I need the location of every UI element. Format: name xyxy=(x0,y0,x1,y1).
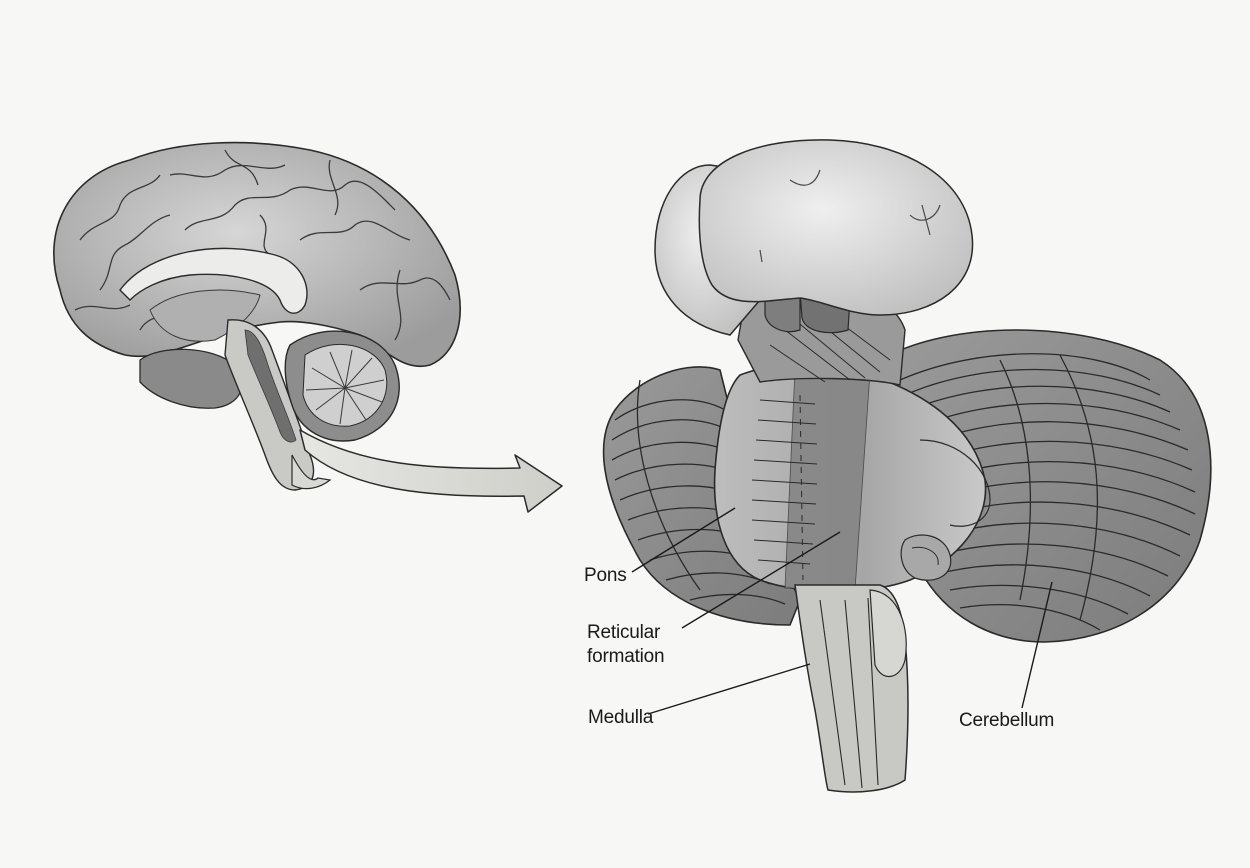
brainstem-posterior-view xyxy=(604,140,1211,792)
label-reticular-line1: Reticular xyxy=(587,621,664,645)
label-cerebellum: Cerebellum xyxy=(959,709,1054,733)
label-medulla: Medulla xyxy=(588,706,653,730)
sagittal-cerebellum xyxy=(285,331,399,441)
label-pons: Pons xyxy=(584,564,627,588)
sagittal-brain-illustration xyxy=(54,143,460,490)
medulla-leader-line xyxy=(648,664,810,714)
label-reticular-formation: Reticular formation xyxy=(587,621,664,669)
thalamus-right-lobe xyxy=(699,140,972,315)
curved-arrow-icon xyxy=(300,430,562,512)
label-reticular-line2: formation xyxy=(587,645,664,669)
